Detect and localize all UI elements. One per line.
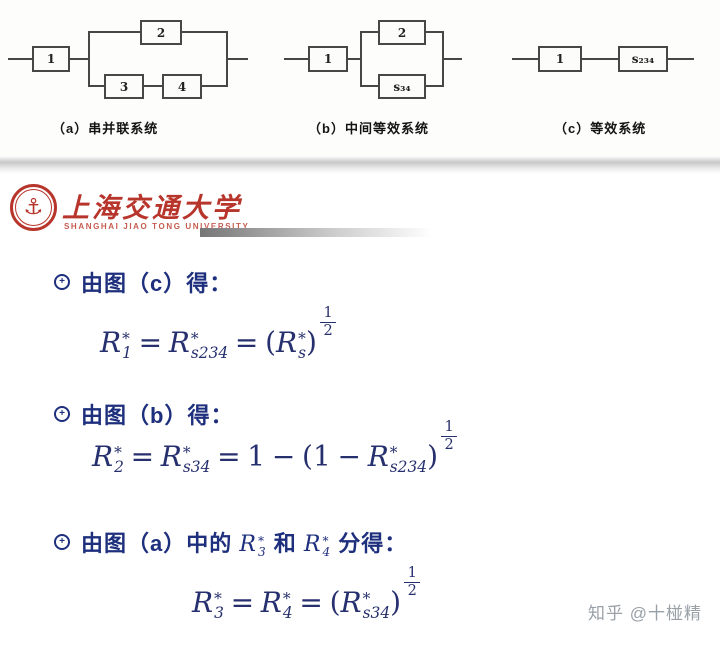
connector-line xyxy=(360,31,378,33)
diagram-a-block-4: 4 xyxy=(162,74,202,99)
sjtu-seal-icon: ⚓ xyxy=(10,184,57,231)
diagram-c-block-s234: s₂₃₄ xyxy=(618,46,668,72)
connector-line xyxy=(360,85,378,87)
bullet-heading-1: 由图（c）得： xyxy=(81,271,233,296)
connector-line xyxy=(442,58,462,60)
diagram-b-block-s34: s₃₄ xyxy=(378,74,426,99)
diagram-caption-a: （a）串并联系统 xyxy=(52,121,159,136)
diagram-c-block-1: 1 xyxy=(538,46,582,72)
section-divider xyxy=(0,156,720,174)
block-diagrams: 1 2 3 4 （a）串并联系统 1 2 s₃₄ （b）中间等效系统 1 s₂₃… xyxy=(0,0,720,156)
diagram-caption-b: （b）中间等效系统 xyxy=(308,121,429,136)
connector-line xyxy=(202,85,228,87)
diagram-a-block-2: 2 xyxy=(140,20,182,45)
connector-line xyxy=(8,58,32,60)
connector-line xyxy=(70,58,90,60)
bullet-heading-2: 由图（b）得： xyxy=(81,403,234,428)
bullet-icon: + xyxy=(54,406,70,422)
bullet-item-1: + 由图（c）得： xyxy=(54,266,232,298)
connector-line xyxy=(182,31,228,33)
bullet-item-3: + 由图（a）中的 R*3 和 R*4 分得： xyxy=(54,526,407,559)
watermark: 知乎 @十椪精 xyxy=(588,604,702,623)
bullet-icon: + xyxy=(54,534,70,551)
connector-line xyxy=(360,31,362,87)
diagram-a-block-3: 3 xyxy=(104,74,144,99)
connector-line xyxy=(582,58,618,60)
diagram-caption-c: （c）等效系统 xyxy=(554,121,647,136)
connector-line xyxy=(426,31,444,33)
connector-line xyxy=(426,85,444,87)
connector-line xyxy=(144,85,162,87)
university-name-en: SHANGHAI JIAO TONG UNIVERSITY xyxy=(64,222,250,231)
diagram-a-block-1: 1 xyxy=(32,46,70,72)
connector-line xyxy=(88,31,140,33)
connector-line xyxy=(348,58,362,60)
logo-decor-bar xyxy=(200,228,432,237)
bullet-heading-3: 由图（a）中的 R*3 和 R*4 分得： xyxy=(81,531,408,560)
connector-line xyxy=(512,58,538,60)
diagram-b-block-1: 1 xyxy=(308,46,348,72)
connector-line xyxy=(284,58,308,60)
seal-inner-ring: ⚓ xyxy=(15,189,52,226)
university-name-cn: 上海交通大学 xyxy=(62,193,242,224)
anchor-icon: ⚓ xyxy=(23,194,44,220)
connector-line xyxy=(88,31,90,87)
bullet-icon: + xyxy=(54,274,70,290)
diagram-b-block-2: 2 xyxy=(378,20,426,45)
connector-line xyxy=(88,85,104,87)
connector-line xyxy=(226,58,248,60)
bullet-item-2: + 由图（b）得： xyxy=(54,398,233,430)
connector-line xyxy=(668,58,694,60)
